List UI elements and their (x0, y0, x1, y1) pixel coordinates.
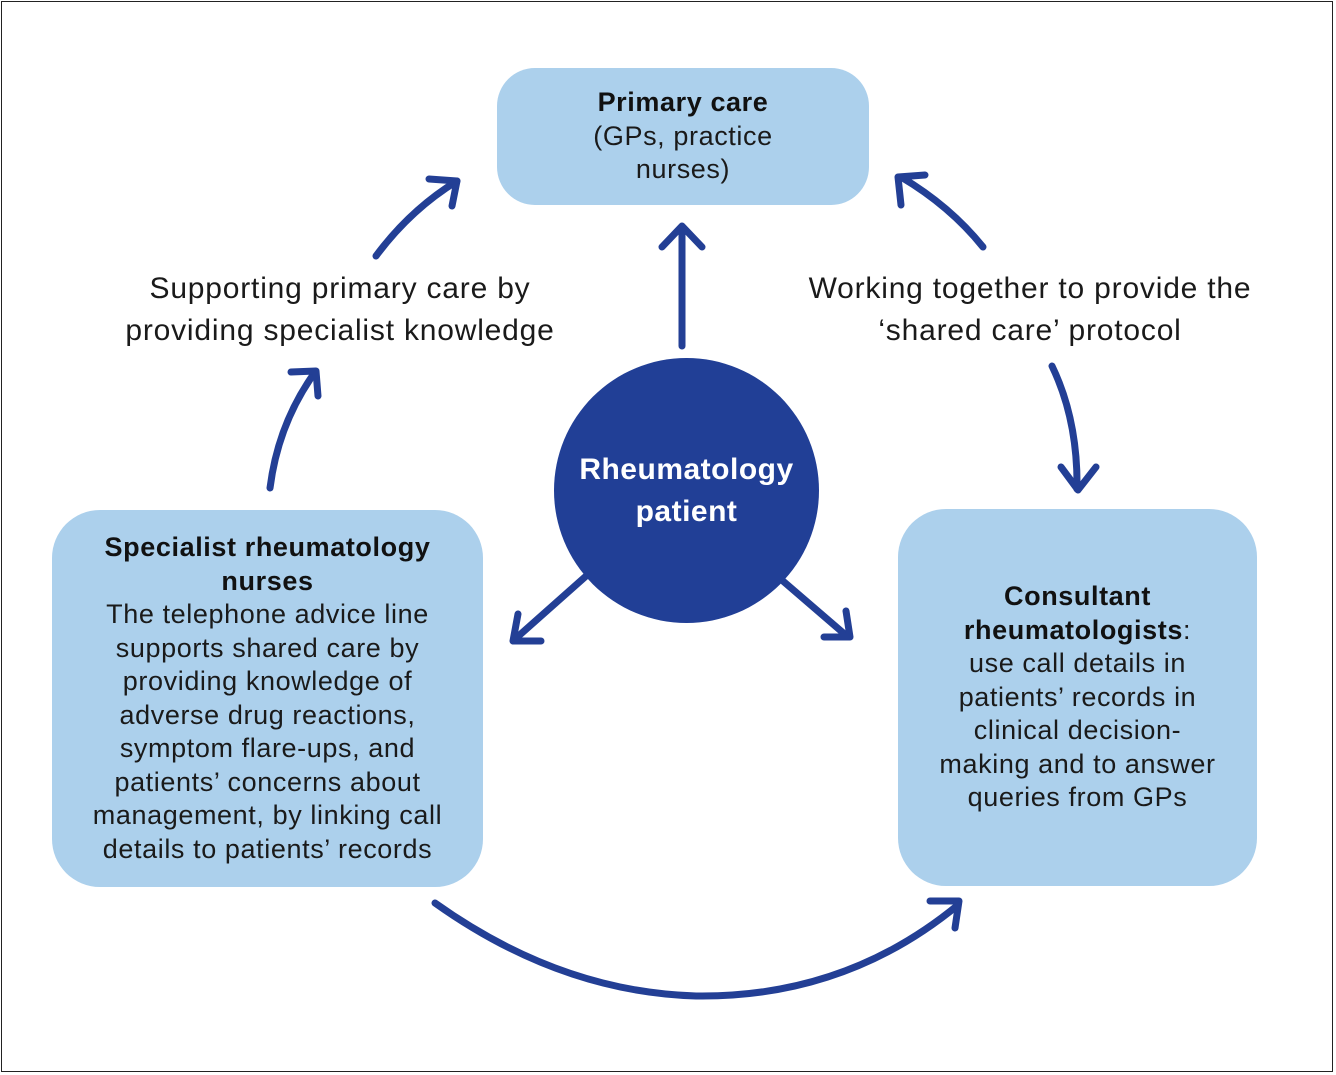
arrow-label-right-to-consultants (1048, 362, 1100, 494)
primary-care-title: Primary care (597, 87, 769, 118)
specialist-nurses-title: Specialist rheumatology nurses (104, 532, 431, 596)
consultants-box: Consultant rheumatologists: use call det… (898, 509, 1257, 886)
specialist-nurses-body: The telephone advice line supports share… (92, 599, 443, 864)
primary-care-body: (GPs, practice nurses) (593, 120, 773, 185)
rheumatology-patient-label: Rheumatology patient (579, 452, 794, 528)
rheumatology-patient-circle: Rheumatology patient (554, 358, 819, 623)
consultants-body: use call details in patients’ records in… (939, 648, 1216, 813)
arrow-label-left-to-primary (372, 175, 461, 260)
primary-care-box: Primary care (GPs, practice nurses) (497, 68, 869, 205)
supporting-primary-care-label: Supporting primary care by providing spe… (125, 272, 555, 347)
consultants-title: Consultant rheumatologists (963, 581, 1183, 645)
arrow-nurses-to-consultants (431, 897, 963, 1000)
arrow-center-to-nurses (509, 565, 598, 645)
working-together-label: Working together to provide the ‘shared … (808, 272, 1252, 347)
specialist-nurses-box: Specialist rheumatology nurses The telep… (52, 510, 483, 887)
arrow-center-to-primary (658, 222, 706, 350)
arrow-label-right-to-primary (894, 171, 987, 251)
arrow-nurses-to-label-left (266, 367, 322, 492)
consultants-title-suffix: : (1182, 614, 1192, 645)
